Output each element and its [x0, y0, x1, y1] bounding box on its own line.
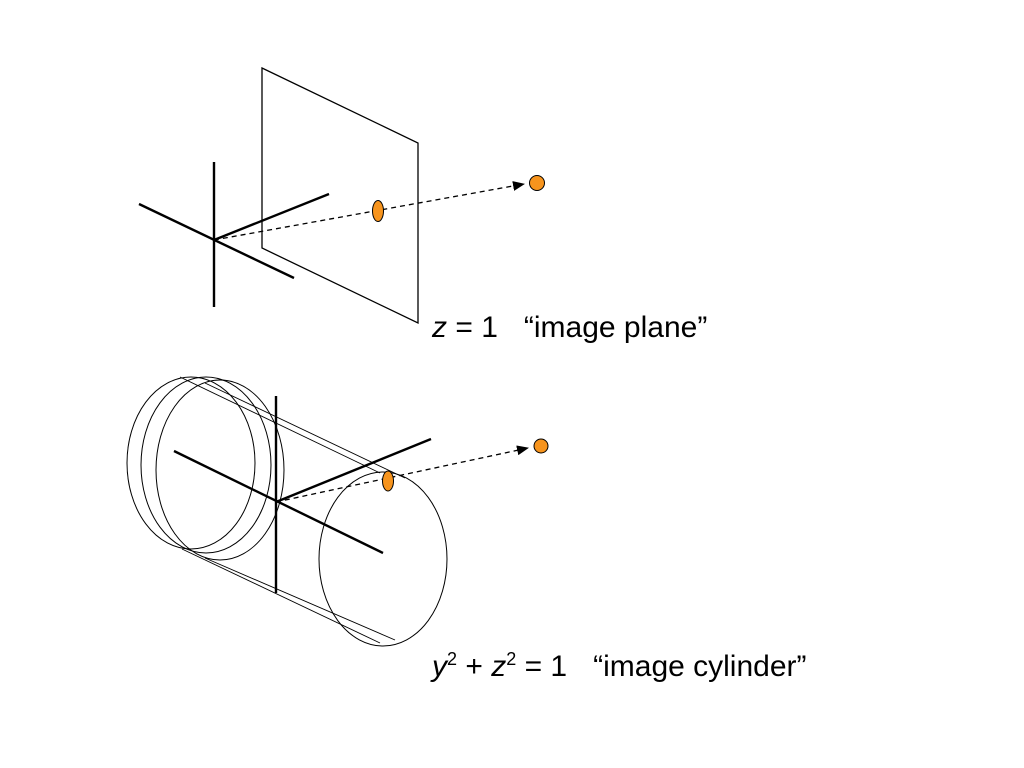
depth-axis [275, 437, 432, 504]
image-plane-label: “image plane” [523, 311, 708, 344]
equation-variable-z: z [432, 311, 447, 344]
image-plane-figure [138, 66, 545, 325]
exponent-z: 2 [506, 649, 517, 669]
coordinate-axes-top [138, 162, 330, 307]
equation-rest: = 1 [447, 311, 498, 344]
projected-point-cylinder [382, 470, 394, 492]
depth-axis [213, 192, 330, 242]
exponent-y: 2 [447, 649, 458, 669]
image-plane-caption: z = 1 “image plane” [432, 313, 707, 343]
image-cylinder-label: “image cylinder” [593, 650, 807, 683]
image-cylinder-caption: y2 + z2 = 1“image cylinder” [432, 649, 807, 683]
plus-sign: + [457, 650, 492, 683]
equation-variable-z: z [491, 650, 507, 683]
projection-ray-bottom [275, 445, 529, 503]
cylinder-front-ring [318, 471, 448, 647]
image-cylinder-figure [126, 376, 549, 647]
equation-rest: = 1 [516, 650, 568, 683]
world-point-top [529, 175, 545, 191]
projected-point-plane [372, 200, 384, 222]
equation-variable-y: y [432, 650, 447, 683]
image-plane [261, 66, 419, 325]
horizontal-axis [138, 202, 295, 280]
cylinder-back-rings [126, 376, 285, 561]
projection-ray-top [213, 181, 525, 241]
world-point-bottom [533, 438, 549, 454]
